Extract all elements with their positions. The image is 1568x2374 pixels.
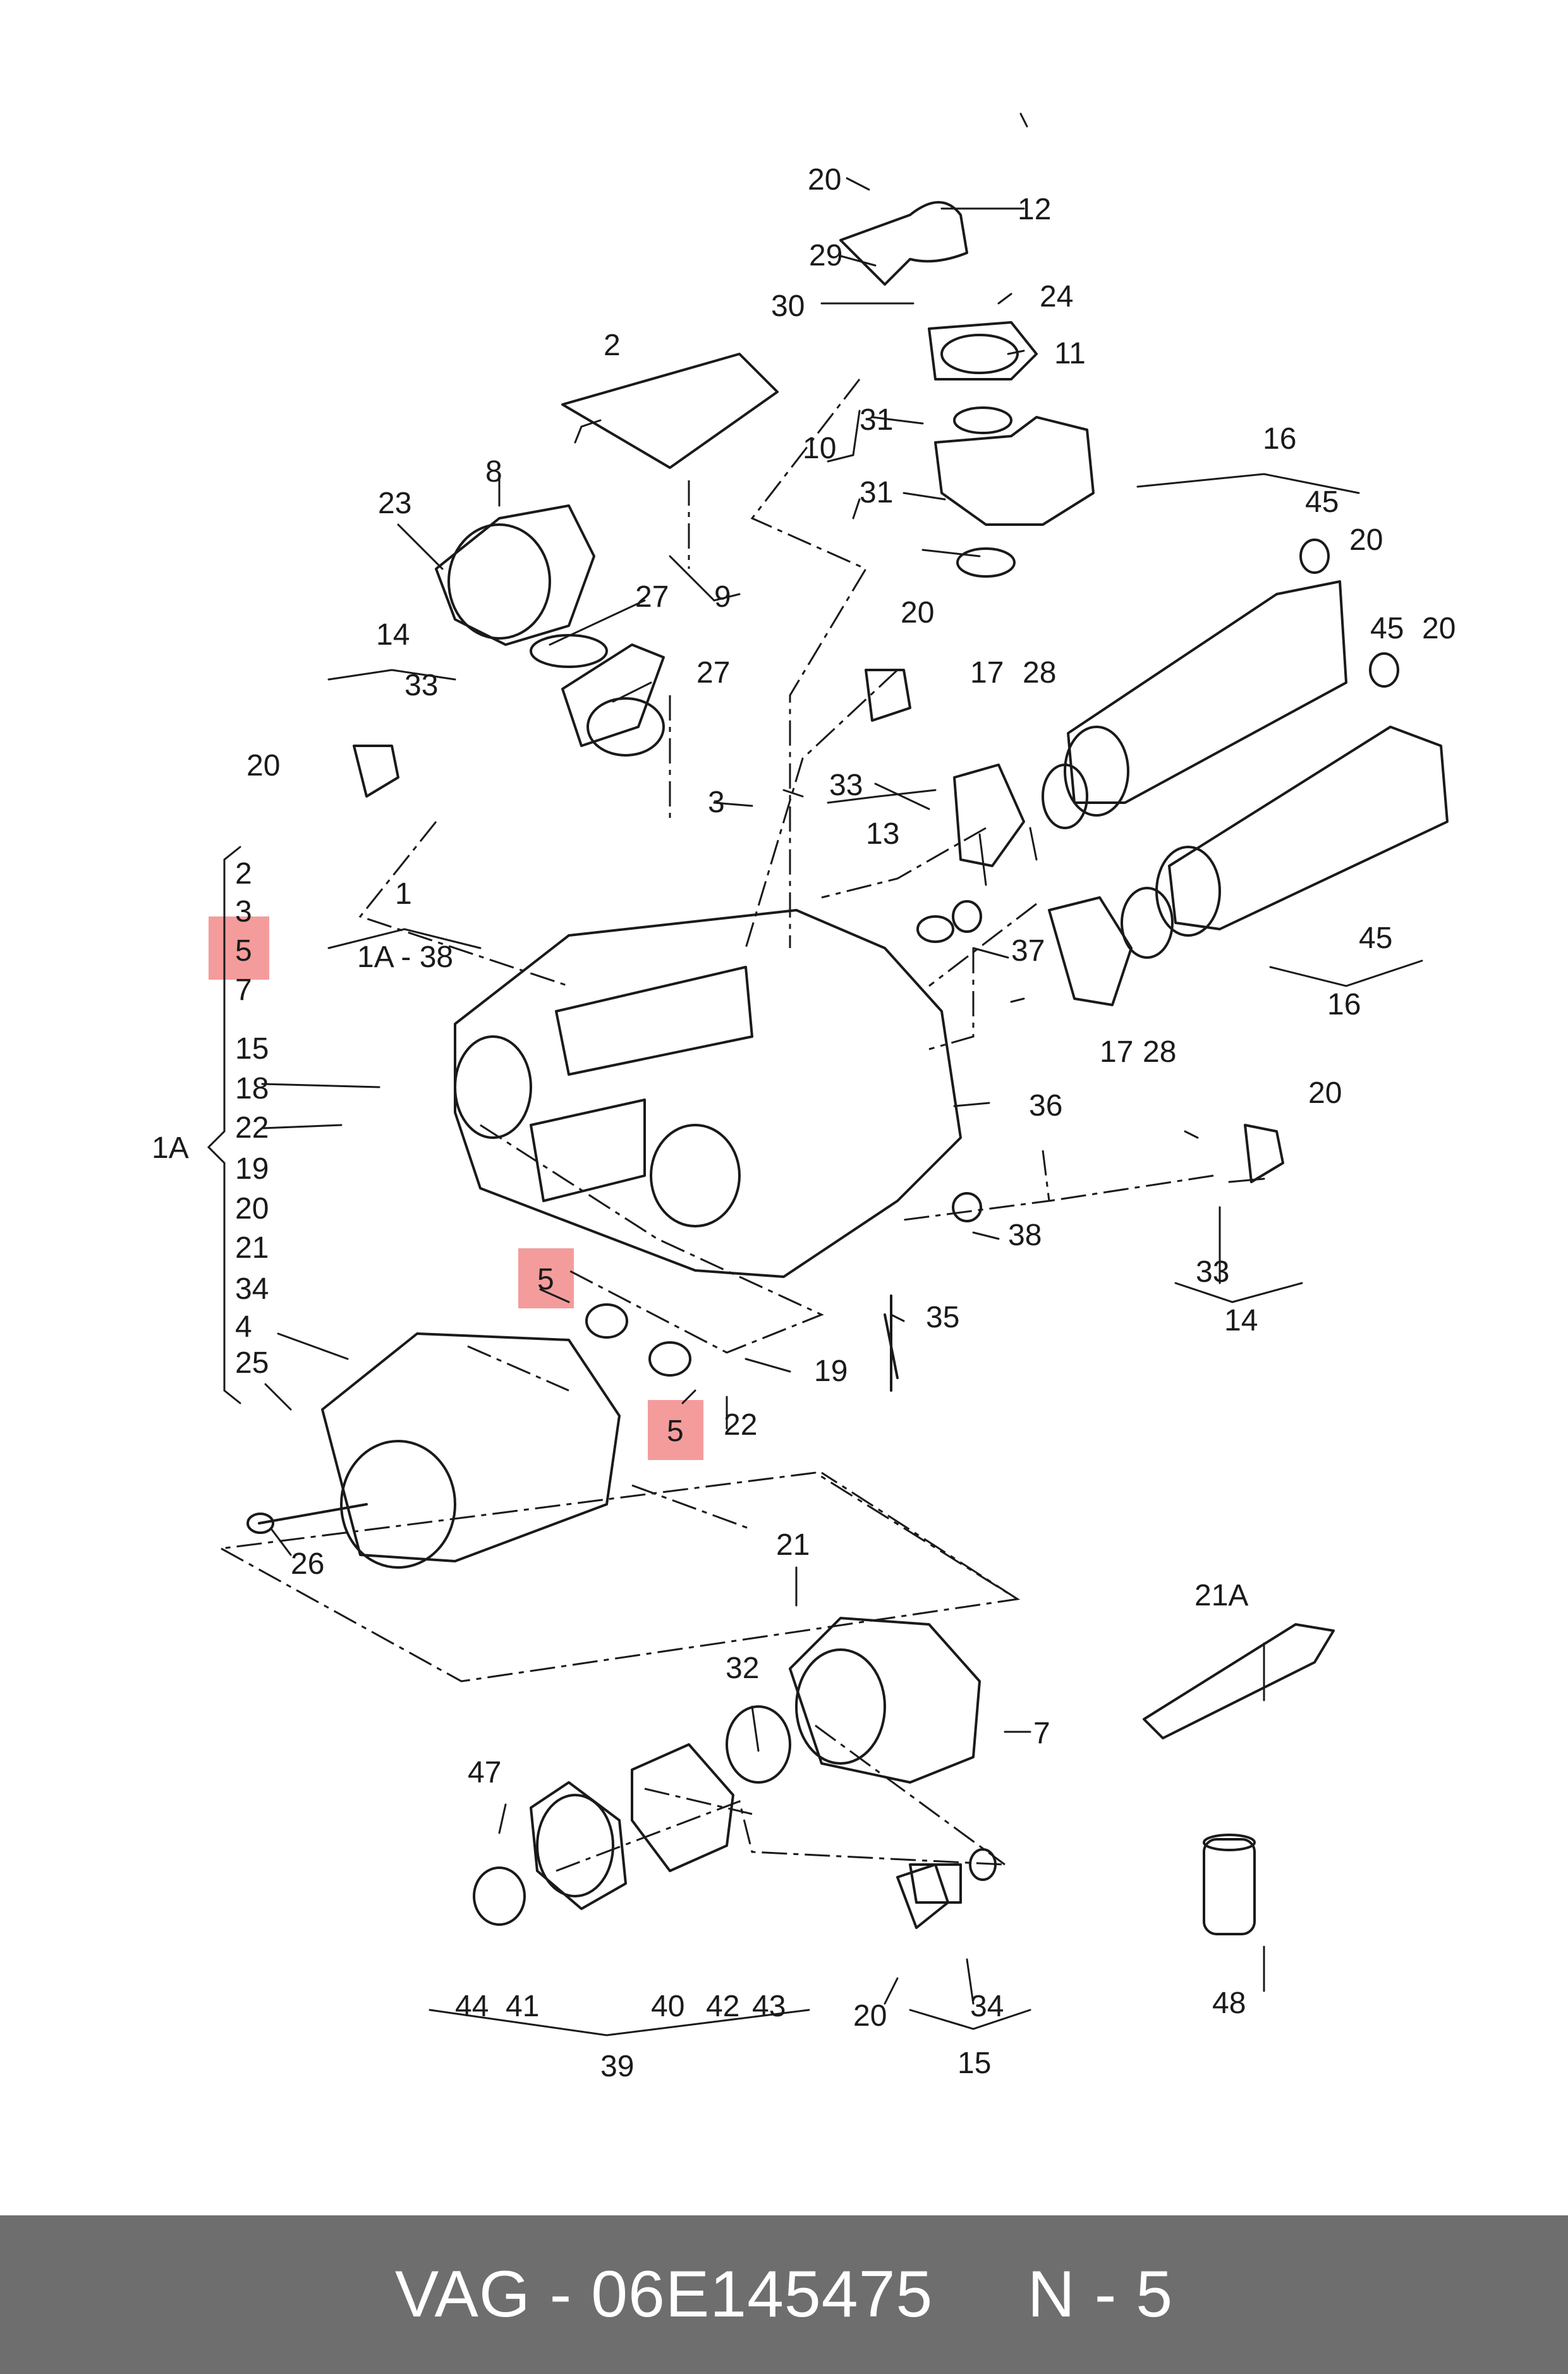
label-33: 33	[404, 669, 438, 702]
label-7: 7	[1033, 1717, 1050, 1750]
bracket-item: 34	[235, 1272, 269, 1306]
label-8: 8	[485, 455, 502, 489]
label-3: 3	[708, 786, 725, 819]
label-38: 38	[1008, 1219, 1042, 1252]
bracket-item: 20	[235, 1192, 269, 1226]
bracket-1a-label: 1A	[152, 1131, 189, 1165]
bracket-item: 5	[235, 934, 252, 968]
label-45: 45	[1370, 612, 1404, 645]
label-1: 1	[395, 877, 412, 911]
bracket-item: 4	[235, 1310, 252, 1344]
label-27: 27	[635, 580, 669, 614]
bracket-item: 3	[235, 895, 252, 928]
label-43: 43	[752, 1990, 786, 2023]
footer-brand: VAG	[394, 2258, 531, 2331]
label-1a-38: 1A - 38	[357, 940, 453, 974]
footer-position-label: N - 5	[1027, 2258, 1174, 2331]
part-outlines	[207, 201, 1449, 2036]
bracket-1a-list: 1A 2 3 5 7 15 18 22 19 20 21 34 4 25	[152, 857, 269, 1380]
label-47: 47	[468, 1756, 501, 1789]
label-17: 17	[1100, 1035, 1133, 1069]
label-27: 27	[696, 656, 730, 690]
label-28: 28	[1143, 1035, 1176, 1069]
label-31: 31	[860, 403, 893, 437]
label-23: 23	[378, 487, 411, 520]
label-2: 2	[604, 329, 621, 362]
dash-lines	[221, 379, 1214, 1872]
label-34: 34	[970, 1990, 1004, 2023]
footer-gap	[933, 2257, 1027, 2332]
bracket-item: 25	[235, 1346, 269, 1380]
label-10: 10	[803, 432, 836, 465]
label-14: 14	[376, 618, 410, 652]
footer-separator: -	[530, 2258, 592, 2331]
label-5: 5	[667, 1415, 684, 1448]
label-15: 15	[957, 2047, 991, 2080]
label-9: 9	[714, 580, 731, 614]
label-32: 32	[726, 1652, 759, 1685]
label-39: 39	[600, 2050, 634, 2083]
label-13: 13	[866, 817, 899, 851]
label-31: 31	[860, 476, 893, 509]
label-20: 20	[1308, 1076, 1342, 1110]
label-26: 26	[291, 1547, 324, 1581]
label-24: 24	[1040, 280, 1073, 313]
label-29: 29	[809, 239, 842, 272]
label-12: 12	[1018, 193, 1051, 226]
footer-part-number: 06E145475	[591, 2258, 933, 2331]
label-33: 33	[1196, 1255, 1229, 1289]
label-20: 20	[853, 1999, 887, 2033]
bracket-item: 19	[235, 1152, 269, 1186]
label-28: 28	[1023, 656, 1056, 690]
label-5: 5	[537, 1263, 554, 1296]
label-17: 17	[970, 656, 1004, 690]
bracket-item: 15	[235, 1032, 269, 1066]
label-20: 20	[246, 749, 280, 782]
label-14: 14	[1224, 1304, 1258, 1337]
label-41: 41	[506, 1990, 539, 2023]
label-44: 44	[455, 1990, 489, 2023]
highlight-5-right	[648, 1400, 703, 1460]
footer-bar: VAG - 06E145475 N - 5	[0, 2215, 1568, 2374]
label-45: 45	[1305, 485, 1339, 519]
label-45: 45	[1359, 922, 1392, 955]
label-42: 42	[706, 1990, 739, 2023]
bracket-item: 22	[235, 1111, 269, 1145]
label-37: 37	[1011, 934, 1045, 968]
label-22: 22	[724, 1408, 757, 1442]
bracket-item: 7	[235, 973, 252, 1007]
label-33: 33	[829, 769, 863, 802]
label-20: 20	[901, 596, 934, 630]
label-30: 30	[771, 289, 805, 323]
label-19: 19	[814, 1354, 848, 1388]
label-16: 16	[1263, 422, 1296, 456]
label-40: 40	[651, 1990, 684, 2023]
bracket-item: 2	[235, 857, 252, 891]
leader-lines	[261, 113, 1265, 2005]
highlight-5-left	[518, 1248, 574, 1308]
label-20: 20	[1422, 612, 1456, 645]
label-35: 35	[926, 1301, 959, 1334]
label-20: 20	[1349, 523, 1383, 557]
label-20: 20	[808, 163, 841, 197]
label-21a: 21A	[1194, 1579, 1248, 1612]
label-21: 21	[776, 1528, 810, 1562]
label-48: 48	[1212, 1987, 1246, 2020]
label-36: 36	[1029, 1089, 1062, 1123]
label-16: 16	[1327, 988, 1361, 1021]
label-11: 11	[1054, 337, 1086, 370]
bracket-item: 21	[235, 1231, 269, 1265]
part-labels: 20 12 29 30 24 11 2 31 10 31 16 45 20 45…	[246, 163, 1456, 2083]
highlight-5-list	[209, 916, 269, 980]
bracket-item: 18	[235, 1072, 269, 1105]
